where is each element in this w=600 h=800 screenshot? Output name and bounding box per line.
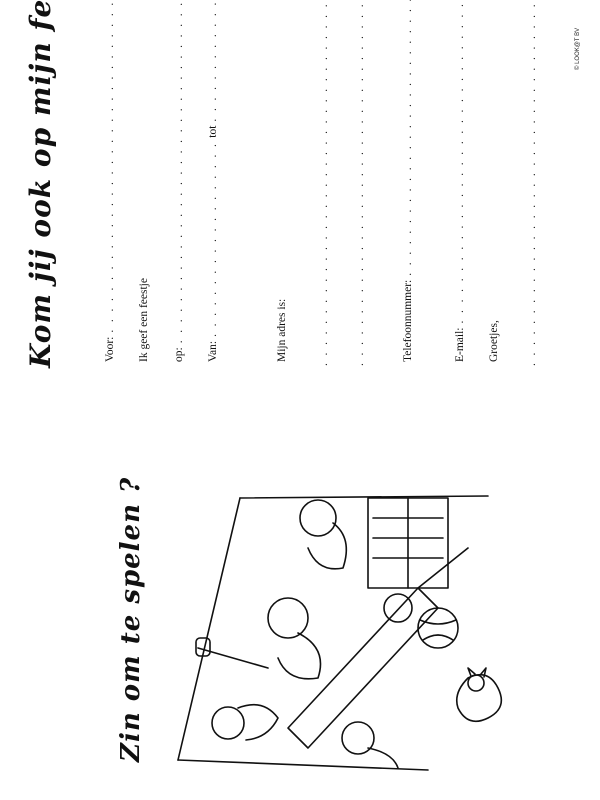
child-5-body [367,747,399,769]
field-van-dots[interactable]: . . . . . . . . . . . . . . . . . . . [207,141,219,337]
address-line-2-dots[interactable]: . . . . . . . . . . . . . . . . . . . . … [354,0,366,366]
child-1-body [237,703,279,741]
child-3-head [267,597,309,639]
field-groetjes-label: Groetjes, [488,320,500,362]
address-line-2[interactable]: . . . . . . . . . . . . . . . . . . . . … [350,0,368,366]
address-line-1[interactable]: . . . . . . . . . . . . . . . . . . . . … [314,0,332,366]
cat-head [467,674,485,692]
field-voor-label: Voor: [104,336,116,362]
field-van-label: Van: [207,340,219,362]
invite-title: Kom jij ook op mijn feestje? [24,0,57,368]
field-telefoon-dots[interactable]: . . . . . . . . . . . . . . . . . . . . … [402,0,414,276]
cat-body [455,673,503,723]
slide [287,587,439,749]
field-email: E-mail: . . . . . . . . . . . . . . . . … [450,0,468,362]
field-tot-label: tot [207,125,219,138]
field-voor: Voor: . . . . . . . . . . . . . . . . . … [100,0,118,362]
frame-line-bottom [177,759,429,771]
field-telefoon: Telefoonnummer: . . . . . . . . . . . . … [398,0,416,362]
ball [417,607,459,649]
field-op-label: op: [173,347,185,362]
field-adres: Mijn adres is: [272,299,290,362]
field-op-dots[interactable]: . . . . . . . . . . . . . . . . . . . . … [173,0,185,344]
field-tot-dots[interactable]: . . . . . . . . . . . . . . . . . [207,0,219,122]
ball-stripes [419,619,457,641]
frame-line-top [239,495,489,499]
field-voor-dots[interactable]: . . . . . . . . . . . . . . . . . . . . … [104,0,116,333]
cat-ears [467,667,487,678]
playground-illustration [168,478,528,778]
field-adres-label: Mijn adres is: [276,298,288,362]
field-email-label: E-mail: [454,327,466,363]
child-2-body [307,522,348,570]
field-telefoon-label: Telefoonnummer: [402,279,414,362]
child-2-head [299,499,337,537]
slide-top [417,547,469,589]
playground-drawing [177,495,503,771]
field-groetjes: Groetjes, [484,320,502,362]
child-1-head [211,706,245,740]
child-3-body [277,632,322,680]
swing-rope [197,647,269,669]
signature-line[interactable]: . . . . . . . . . . . . . . . . . . . . … [522,0,540,366]
child-4-head [383,593,413,623]
frame-line-left [177,497,241,761]
field-ik-geef: Ik geef een feestje [134,278,152,362]
left-card-title: Zin om te spelen ? [116,476,146,762]
field-van-tot: Van: . . . . . . . . . . . . . . . . . .… [203,0,221,362]
signature-line-dots[interactable]: . . . . . . . . . . . . . . . . . . . . … [526,0,538,366]
field-ik-geef-label: Ik geef een feestje [138,278,150,362]
swing-seat [195,637,211,657]
child-5-head [341,721,375,755]
address-line-1-dots[interactable]: . . . . . . . . . . . . . . . . . . . . … [318,0,330,366]
field-email-dots[interactable]: . . . . . . . . . . . . . . . . . . . . … [454,0,466,324]
field-op: op: . . . . . . . . . . . . . . . . . . … [169,0,187,362]
